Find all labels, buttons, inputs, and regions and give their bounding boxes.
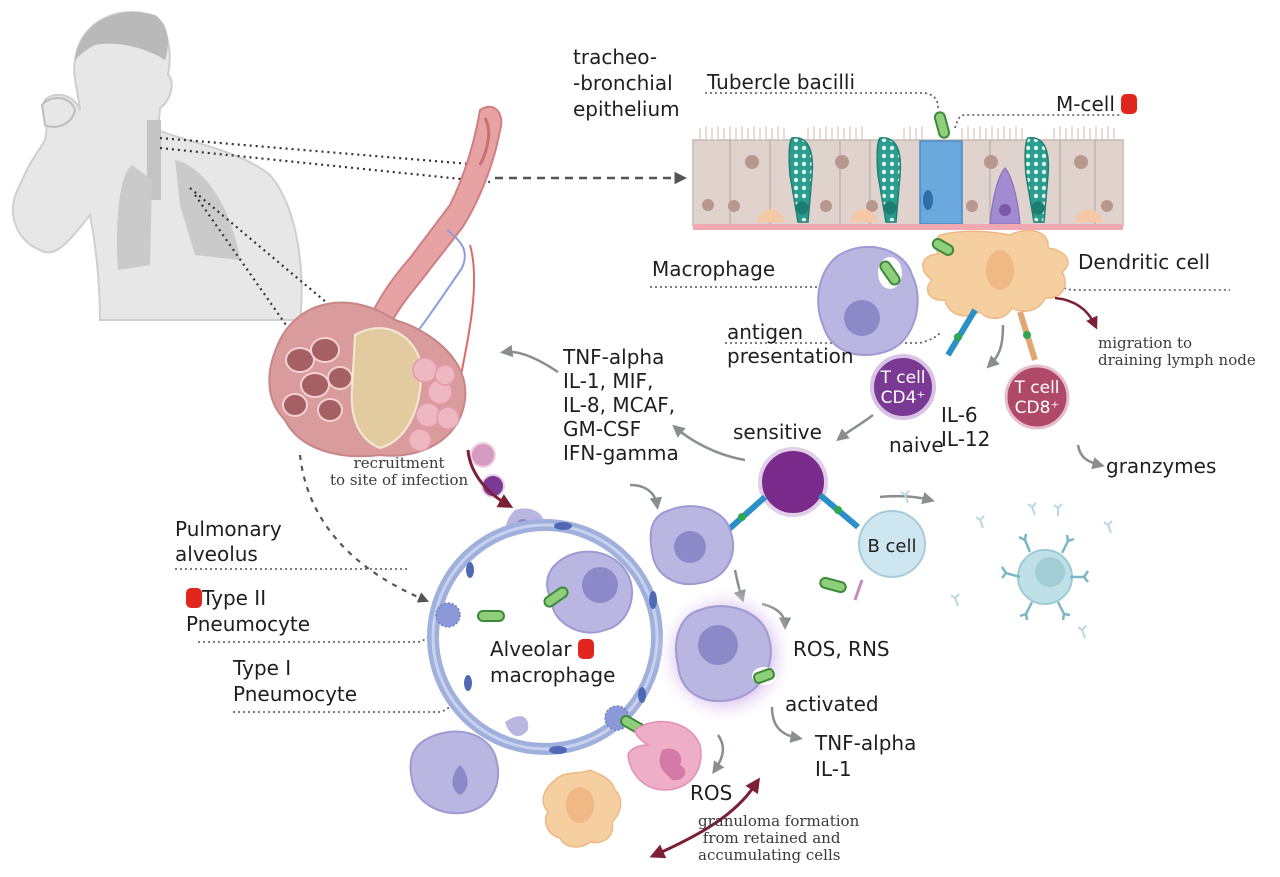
label-granzymes: granzymes — [1106, 454, 1217, 478]
tcr-mhc-receptors — [945, 308, 1038, 361]
brush-cell-illustration — [989, 167, 1021, 225]
granuloma-arrow — [649, 777, 760, 859]
label-il6-il12: IL-6 IL-12 — [941, 403, 991, 451]
pulmonary-alveolus-illustration — [427, 519, 663, 755]
label-activated: activated — [785, 692, 879, 716]
label-tubercle-bacilli: Tubercle bacilli — [707, 70, 856, 94]
label-type1-pneumocyte: Type I Pneumocyte — [233, 656, 358, 706]
label-dendritic-cell: Dendritic cell — [1078, 250, 1211, 274]
activated-macrophage — [655, 585, 795, 725]
label-macrophage: Macrophage — [652, 257, 776, 281]
tcell-cd8-line2: CD8⁺ — [1015, 398, 1060, 418]
tcell-cd4-line1: T cell — [879, 368, 925, 388]
dendritic-cell-illustration — [922, 229, 1069, 320]
bcell-label: B cell — [867, 536, 916, 557]
label-cytokines-recruitment: TNF-alpha IL-1, MIF, IL-8, MCAF, GM-CSF … — [563, 345, 679, 465]
tcell-cd8: T cell CD8⁺ — [1004, 364, 1070, 430]
type2-line1: Type II — [202, 586, 267, 610]
label-migration-lymph-node: migration to draining lymph node — [1098, 334, 1256, 369]
red-marker-icon — [186, 588, 202, 608]
label-tracheobronchial-epithelium: tracheo- -bronchial epithelium — [573, 45, 680, 121]
red-marker-icon — [1121, 94, 1138, 114]
human-figure-coughing — [11, 11, 303, 321]
tcell-cd4-naive: T cell CD4⁺ — [870, 354, 936, 420]
migration-arrow — [1054, 296, 1098, 330]
neutrophil — [627, 720, 702, 791]
alveolar-line2: macrophage — [490, 663, 616, 687]
label-sensitive: sensitive — [733, 420, 822, 444]
m-cell-text: M-cell — [1056, 92, 1115, 116]
alveolar-line1: Alveolar — [490, 637, 572, 661]
type2-pneumocyte-cell — [435, 602, 461, 628]
label-alveolar-macrophage: Alveolar macrophage — [490, 636, 615, 688]
recruitment-arrow — [466, 449, 514, 508]
left-lung-icon — [116, 165, 152, 270]
label-m-cell: M-cell — [1056, 92, 1138, 116]
macrophage-nucleus — [674, 531, 706, 563]
label-recruitment: recruitment to site of infection — [330, 454, 469, 489]
dendritic-bottom-nucleus — [566, 787, 594, 823]
tubercle-bacillus-icon — [933, 111, 951, 139]
label-ros-rns: ROS, RNS — [793, 637, 890, 661]
bcell: B cell — [819, 510, 926, 601]
label-granuloma-formation: granuloma formation from retained and ac… — [698, 812, 860, 864]
label-ros: ROS — [690, 781, 733, 805]
arrow-to-alveolus — [298, 454, 430, 603]
m-cell-illustration — [919, 140, 963, 225]
label-tnf-il1: TNF-alpha IL-1 — [815, 731, 917, 781]
tcell-cd8-line1: T cell — [1013, 378, 1059, 398]
label-antigen-presentation: antigen presentation — [727, 320, 854, 368]
figure-leader-lines — [159, 136, 491, 346]
bronchial-tree-illustration — [268, 105, 503, 458]
label-naive: naive — [889, 433, 944, 457]
tracheobronchial-epithelium-layer — [692, 125, 1124, 230]
gray-flow-arrows — [500, 324, 1105, 775]
interstitial-macrophage — [409, 716, 529, 815]
macrophage-illustration — [817, 245, 919, 356]
type2-line2: Pneumocyte — [186, 612, 311, 636]
sensitive-tcell — [726, 447, 860, 533]
plasma-cell-with-antibodies — [900, 490, 1113, 639]
label-pulmonary-alveolus: Pulmonary alveolus — [175, 517, 282, 566]
goblet-cells — [788, 137, 1050, 223]
red-marker-icon — [578, 639, 595, 659]
tcell-cd4-line2: CD4⁺ — [881, 388, 926, 408]
